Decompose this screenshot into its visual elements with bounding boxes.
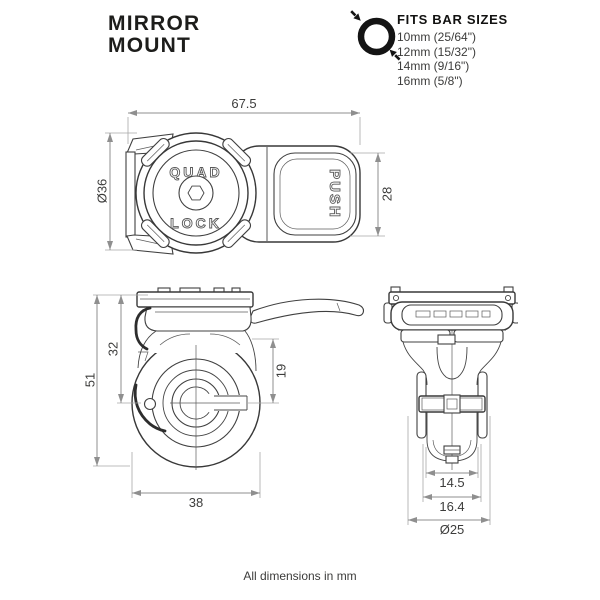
side-view-head-plate — [136, 287, 254, 332]
dim-side-upper-height-value: 32 — [106, 342, 121, 356]
push-label: PUSH — [326, 169, 343, 219]
dim-head-diameter-value: Ø36 — [95, 179, 110, 204]
side-view-hooks — [133, 306, 167, 433]
dim-side-upper-height: 32 — [106, 295, 141, 404]
top-view-drawing: PUSH QUAD LOCK 67.5 — [95, 96, 395, 255]
dim-side-clamp-height-value: 19 — [274, 364, 289, 378]
dim-front-body-width: 16.4 — [422, 444, 482, 514]
dim-top-width-value: 67.5 — [231, 96, 256, 111]
dim-front-foot-width: 14.5 — [425, 447, 479, 490]
arrow-top-left-icon — [350, 10, 361, 21]
top-view-body: PUSH — [231, 145, 361, 243]
bar-size-item: 16mm (5/8") — [397, 73, 463, 88]
fits-bar-sizes: FITS BAR SIZES 10mm (25/64") 12mm (15/32… — [397, 12, 508, 88]
head-edge-dashes — [415, 310, 491, 318]
dim-front-clamp-diameter: Ø25 — [407, 416, 491, 537]
dim-body-height-value: 28 — [380, 187, 395, 201]
dim-front-clamp-diameter-value: Ø25 — [440, 522, 465, 537]
quad-label: QUAD — [169, 164, 222, 180]
lock-label: LOCK — [170, 215, 222, 231]
arrow-bottom-right-icon — [389, 49, 401, 61]
page-title-line2: MOUNT — [108, 34, 191, 57]
page-title: MIRROR MOUNT — [108, 13, 200, 57]
bar-size-item: 14mm (9/16") — [397, 59, 470, 74]
page-title-line1: MIRROR — [108, 12, 201, 35]
dim-body-height: 28 — [350, 152, 395, 237]
dim-front-foot-width-value: 14.5 — [439, 475, 464, 490]
fits-bar-sizes-heading: FITS BAR SIZES — [397, 12, 508, 27]
bar-size-item: 10mm (25/64") — [397, 30, 476, 44]
front-view-body — [383, 286, 518, 470]
bar-diameter-icon-svg — [350, 10, 401, 61]
dim-head-diameter: Ø36 — [95, 132, 137, 251]
dim-top-width: 67.5 — [127, 96, 361, 145]
dim-side-total-height-value: 51 — [83, 373, 98, 387]
bar-diameter-icon — [348, 8, 404, 64]
dim-side-width-value: 38 — [189, 495, 203, 510]
side-view-clamp — [131, 298, 261, 470]
dim-front-body-width-value: 16.4 — [439, 499, 464, 514]
fits-bar-sizes-list: 10mm (25/64") 12mm (15/32") 14mm (9/16")… — [397, 30, 508, 88]
dimensions-note: All dimensions in mm — [243, 569, 357, 583]
dim-side-width: 38 — [131, 452, 261, 510]
bar-size-item: 12mm (15/32") — [397, 44, 476, 59]
top-view-head: QUAD LOCK — [135, 132, 257, 254]
dim-side-clamp-height: 19 — [248, 338, 289, 404]
side-view-lever — [249, 298, 365, 324]
front-view-drawing: 14.5 16.4 Ø25 — [383, 286, 518, 537]
side-view-drawing: 51 32 19 38 — [83, 287, 365, 510]
